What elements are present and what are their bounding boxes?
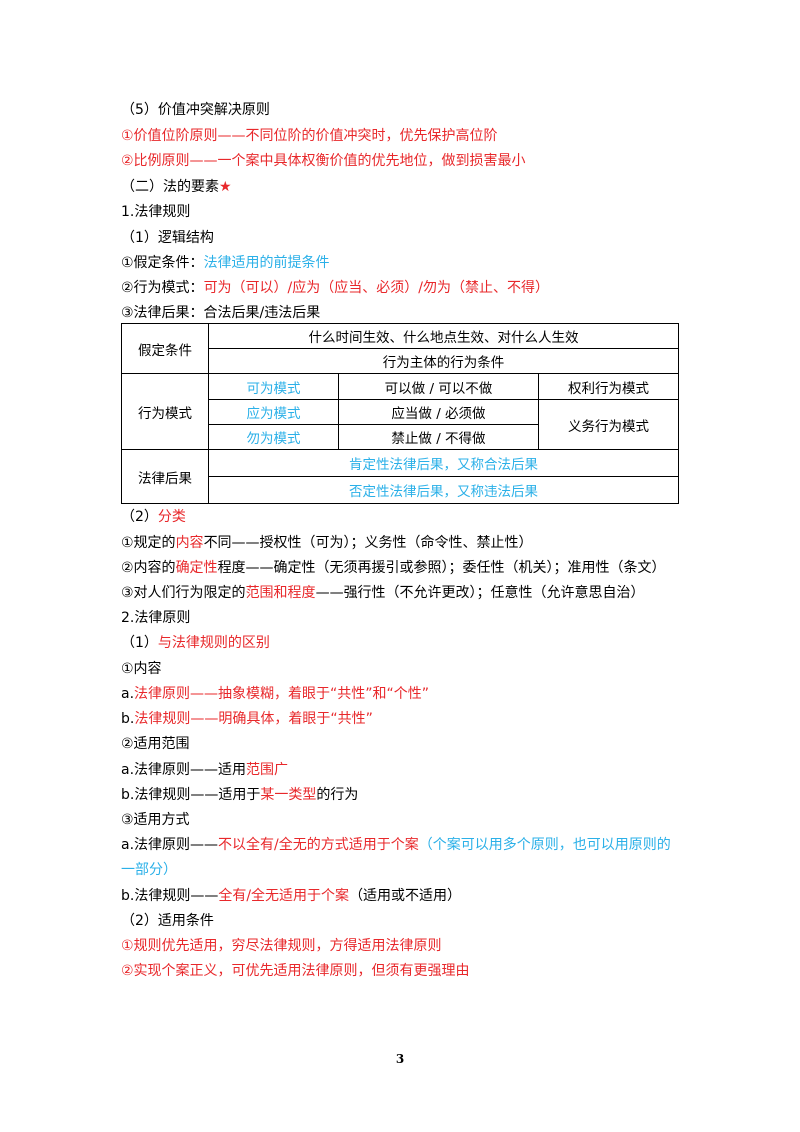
text: 程度——确定性（无须再援引或参照）；委任性（机关）；准用性（条文） [217, 560, 666, 576]
text: b.法律规则—— [121, 888, 219, 904]
cell-should-desc: 应当做 / 必须做 [338, 399, 539, 425]
subheading-content: ①内容 [121, 661, 162, 677]
cell-behavior-label: 行为模式 [121, 373, 209, 450]
label: ①假定条件： [121, 255, 204, 271]
item-rules-first: ①规则优先适用，穷尽法律规则，方得适用法律原则 [121, 938, 442, 954]
heading-difference: （1）与法律规则的区别 [121, 633, 270, 653]
cell-assumption-row1: 什么时间生效、什么地点生效、对什么人生效 [208, 323, 679, 349]
cell-may-mode: 可为模式 [208, 373, 339, 400]
highlight: 确定性 [175, 560, 218, 576]
heading-classification: （2）分类 [121, 507, 186, 527]
cell-assumption-row2: 行为主体的行为条件 [208, 348, 679, 374]
item-assumption: ①假定条件：法律适用的前提条件 [121, 253, 330, 273]
star-icon: ★ [219, 179, 232, 195]
highlight: 内容 [175, 535, 204, 551]
item-principle-method-cont: 一部分） [121, 862, 177, 878]
heading-logic-structure: （1）逻辑结构 [121, 230, 214, 246]
item-class-content: ①规定的内容不同——授权性（可为）；义务性（命令性、禁止性） [121, 533, 533, 553]
value: 法律适用的前提条件 [203, 255, 330, 271]
page-number: 3 [395, 1052, 405, 1066]
cell-positive-consequence: 肯定性法律后果，又称合法后果 [208, 449, 679, 477]
heading-legal-principles: 2.法律原则 [121, 610, 191, 626]
text: a.法律原则—— [121, 837, 219, 853]
text: b.法律规则——适用于 [121, 787, 261, 803]
item-principle-scope: a.法律原则——适用范围广 [121, 760, 288, 780]
law-elements-table: 假定条件 什么时间生效、什么地点生效、对什么人生效 行为主体的行为条件 行为模式… [121, 323, 679, 504]
highlight: 某一类型 [260, 787, 317, 803]
subheading-method: ③适用方式 [121, 812, 190, 828]
cell-duty-mode: 义务行为模式 [538, 399, 679, 450]
heading-legal-rules: 1.法律规则 [121, 204, 191, 220]
prefix: b. [121, 711, 135, 727]
cell-should-mode: 应为模式 [208, 399, 339, 425]
cell-mustnot-mode: 勿为模式 [208, 424, 339, 450]
value: 法律原则——抽象模糊，着眼于“共性”和“个性” [134, 686, 430, 702]
highlight: 范围和程度 [245, 585, 316, 601]
item-value-hierarchy: ①价值位阶原则——不同位阶的价值冲突时，优先保护高位阶 [121, 128, 498, 144]
value: 法律规则——明确具体，着眼于“共性” [134, 711, 373, 727]
highlight: 全有/全无适用于个案 [218, 888, 350, 904]
heading-value-conflict: （5）价值冲突解决原则 [121, 102, 270, 118]
heading-law-elements: （二）法的要素★ [121, 177, 232, 197]
text: ②内容的 [121, 560, 176, 576]
item-proportionality: ②比例原则——一个案中具体权衡价值的优先地位，做到损害最小 [121, 153, 526, 169]
item-principle-content: a.法律原则——抽象模糊，着眼于“共性”和“个性” [121, 684, 429, 704]
text: a.法律原则——适用 [121, 762, 247, 778]
cell-may-desc: 可以做 / 可以不做 [338, 373, 539, 400]
item-behavior-mode: ②行为模式：可为（可以）/应为（应当、必须）/勿为（禁止、不得） [121, 278, 549, 298]
text: 的行为 [316, 787, 359, 803]
highlight: 不以全有/全无的方式适用于个案 [218, 837, 419, 853]
value: 分类 [157, 509, 186, 525]
label: （2） [121, 509, 158, 525]
cell-consequence-label: 法律后果 [121, 449, 209, 504]
cell-right-mode: 权利行为模式 [538, 373, 679, 400]
cell-negative-consequence: 否定性法律后果，又称违法后果 [208, 476, 679, 504]
label: （1） [121, 635, 158, 651]
item-rule-scope: b.法律规则——适用于某一类型的行为 [121, 785, 358, 805]
item-rule-method: b.法律规则——全有/全无适用于个案（适用或不适用） [121, 886, 461, 906]
text: （适用或不适用） [349, 888, 462, 904]
note: （个案可以用多个原则，也可以用原则的 [418, 837, 671, 853]
highlight: 范围广 [246, 762, 289, 778]
prefix: a. [121, 686, 135, 702]
value: 与法律规则的区别 [157, 635, 270, 651]
item-class-scope: ③对人们行为限定的范围和程度——强行性（不允许更改）；任意性（允许意思自治） [121, 583, 645, 603]
item-principle-method: a.法律原则——不以全有/全无的方式适用于个案（个案可以用多个原则，也可以用原则… [121, 835, 671, 855]
subheading-scope: ②适用范围 [121, 736, 190, 752]
item-legal-consequence: ③法律后果：合法后果/违法后果 [121, 305, 321, 321]
cell-mustnot-desc: 禁止做 / 不得做 [338, 424, 539, 450]
heading-text: （二）法的要素 [121, 179, 219, 195]
text: ——强行性（不允许更改）；任意性（允许意思自治） [315, 585, 645, 601]
item-case-justice: ②实现个案正义，可优先适用法律原则，但须有更强理由 [121, 963, 470, 979]
heading-application-conditions: （2）适用条件 [121, 913, 214, 929]
text: ①规定的 [121, 535, 176, 551]
item-rule-content: b.法律规则——明确具体，着眼于“共性” [121, 709, 373, 729]
label: ②行为模式： [121, 280, 204, 296]
item-class-certainty: ②内容的确定性程度——确定性（无须再援引或参照）；委任性（机关）；准用性（条文） [121, 558, 666, 578]
cell-assumption-label: 假定条件 [121, 323, 209, 374]
value: 可为（可以）/应为（应当、必须）/勿为（禁止、不得） [203, 280, 549, 296]
text: ③对人们行为限定的 [121, 585, 246, 601]
text: 不同——授权性（可为）；义务性（命令性、禁止性） [203, 535, 533, 551]
